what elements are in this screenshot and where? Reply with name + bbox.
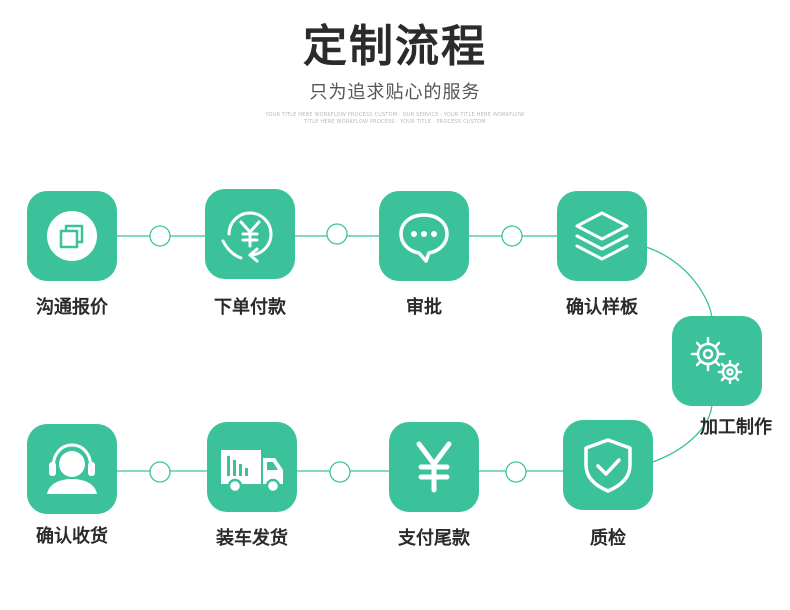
shield-check-icon xyxy=(584,438,632,493)
headset-agent-icon xyxy=(47,443,97,494)
page-subtitle: 只为追求贴心的服务 xyxy=(309,82,481,103)
step-label: 加工制作 xyxy=(700,417,772,438)
step-label: 审批 xyxy=(406,297,442,318)
decorative-fineprint: YOUR TITLE HERE WORKFLOW PROCESS CUSTOM … xyxy=(0,112,790,126)
step-label: 确认样板 xyxy=(566,297,638,318)
connector-node xyxy=(149,225,171,247)
fineprint-line-2: TITLE HERE WORKFLOW PROCESS · YOUR TITLE… xyxy=(304,119,486,125)
connector-node xyxy=(149,461,171,483)
page-title: 定制流程 xyxy=(303,21,487,72)
connector-node xyxy=(505,461,527,483)
truck-icon xyxy=(221,450,283,494)
gears-icon xyxy=(690,336,743,385)
connector-curve xyxy=(645,246,713,319)
connector-node xyxy=(326,223,348,245)
connector-node xyxy=(329,461,351,483)
fineprint-line-1: YOUR TITLE HERE WORKFLOW PROCESS CUSTOM … xyxy=(265,112,525,118)
step-tile xyxy=(207,422,297,512)
step-label: 下单付款 xyxy=(214,297,286,318)
step-tile xyxy=(672,316,762,406)
yuan-return-icon xyxy=(221,211,273,263)
layers-icon xyxy=(575,211,629,261)
step-label: 质检 xyxy=(590,528,626,549)
step-label: 装车发货 xyxy=(216,528,288,549)
step-label: 确认收货 xyxy=(36,526,108,547)
chat-bubble-icon xyxy=(399,213,449,263)
step-label: 支付尾款 xyxy=(398,528,470,549)
square-stack-icon xyxy=(47,211,97,261)
step-tile xyxy=(27,191,117,281)
connector-curve xyxy=(652,404,713,463)
step-tile xyxy=(379,191,469,281)
step-tile xyxy=(27,424,117,514)
step-tile xyxy=(563,420,653,510)
connector-node xyxy=(501,225,523,247)
step-tile xyxy=(557,191,647,281)
yuan-icon xyxy=(416,441,452,493)
step-tile xyxy=(389,422,479,512)
step-tile xyxy=(205,189,295,279)
step-label: 沟通报价 xyxy=(36,297,108,318)
